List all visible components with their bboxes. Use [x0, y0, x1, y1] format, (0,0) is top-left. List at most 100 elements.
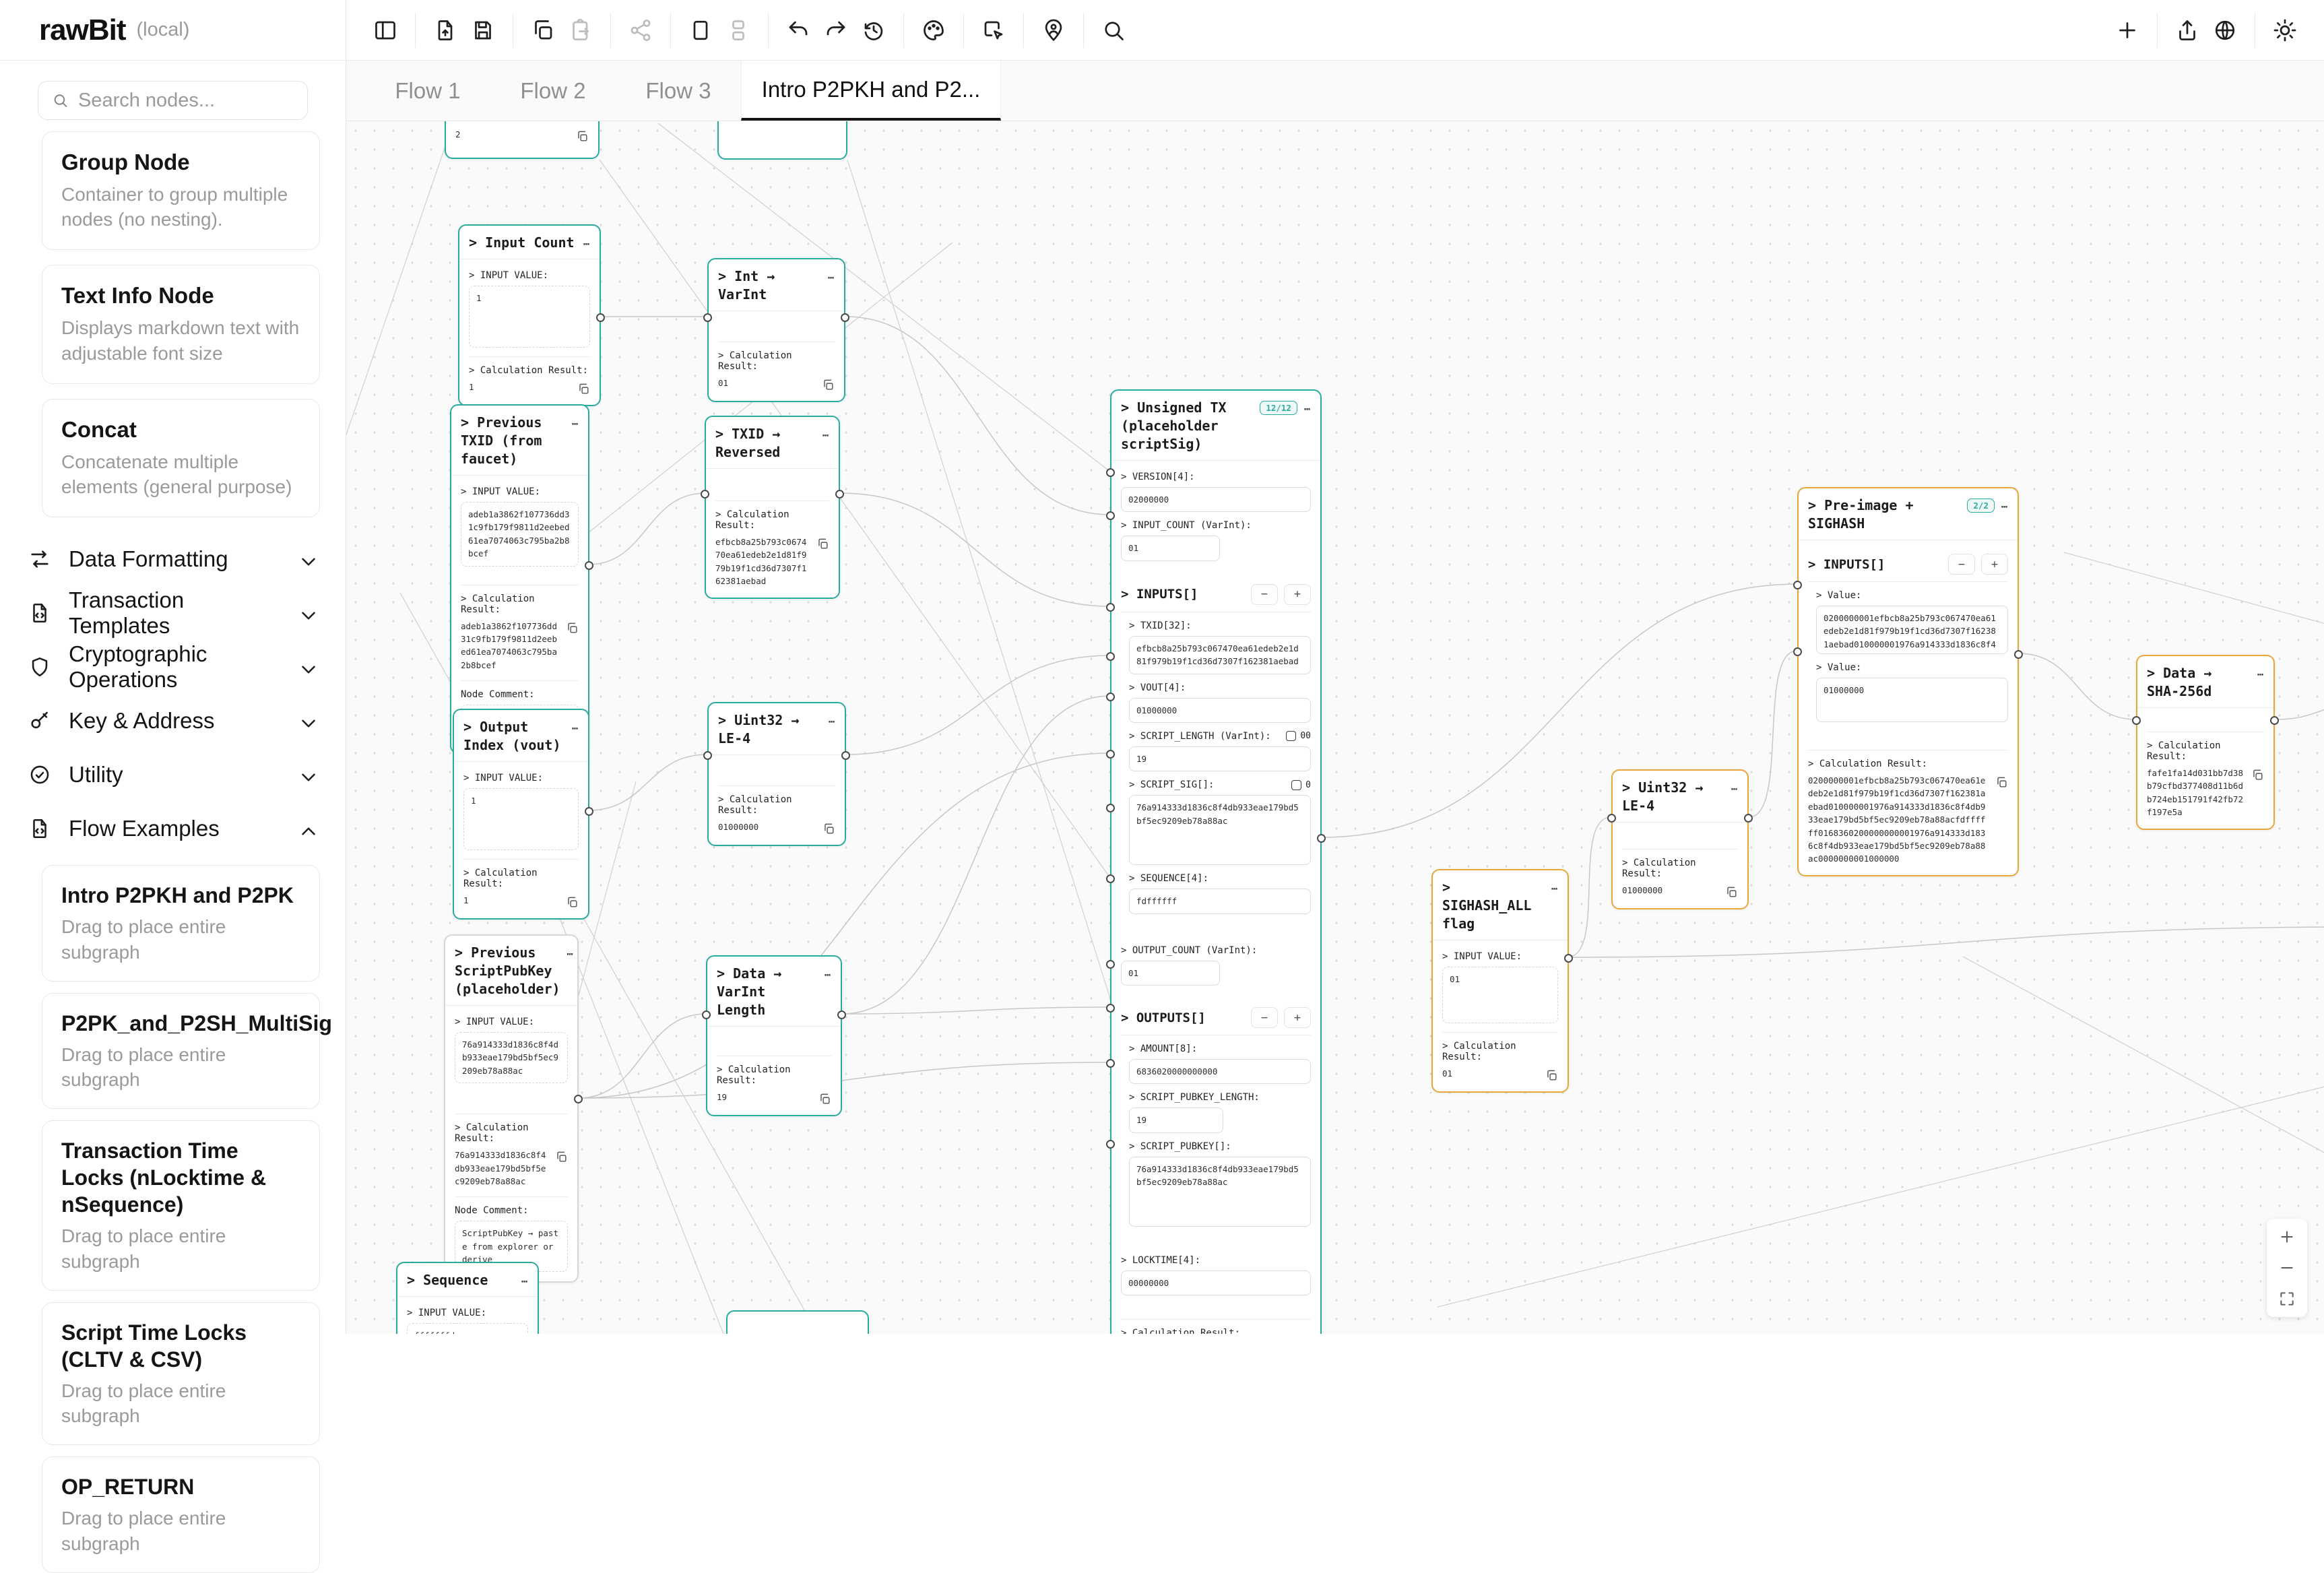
- node-previous-txid[interactable]: > Previous TXID (from faucet)⋯> INPUT VA…: [450, 404, 589, 754]
- value-box[interactable]: 01000000: [1816, 678, 2008, 722]
- flow-example-card[interactable]: OP_RETURNDrag to place entire subgraph: [42, 1456, 320, 1572]
- node-data-to-sha256d[interactable]: > Data → SHA-256d⋯> Calculation Result:f…: [2136, 655, 2275, 830]
- input-value-box[interactable]: 01: [1442, 967, 1558, 1023]
- node-menu-icon[interactable]: ⋯: [2001, 496, 2008, 513]
- input-handle[interactable]: [1106, 1140, 1115, 1149]
- node-partial-node-top-mid[interactable]: [717, 121, 847, 160]
- sidebar-category-flow-examples[interactable]: Flow Examples: [0, 802, 346, 856]
- input-value-box[interactable]: 76a914333d1836c8f4db933eae179bd5bf5ec920…: [455, 1032, 568, 1083]
- input-handle[interactable]: [1106, 804, 1115, 812]
- flow-example-card[interactable]: P2PK_and_P2SH_MultiSigDrag to place enti…: [42, 993, 320, 1109]
- output-handle[interactable]: [596, 313, 605, 322]
- value-box[interactable]: 76a914333d1836c8f4db933eae179bd5bf5ec920…: [1129, 795, 1311, 865]
- input-value-box[interactable]: adeb1a3862f107736dd31c9fb179f9811d2eebed…: [461, 502, 579, 567]
- input-handle[interactable]: [1106, 874, 1115, 883]
- copy-icon[interactable]: [555, 1151, 568, 1163]
- input-value-box[interactable]: 1: [469, 286, 590, 348]
- input-handle[interactable]: [1106, 750, 1115, 759]
- share-button[interactable]: [622, 11, 659, 49]
- node-sighash-all-flag[interactable]: > SIGHASH_ALL flag⋯> INPUT VALUE:01> Cal…: [1431, 869, 1569, 1093]
- node-menu-icon[interactable]: ⋯: [2257, 664, 2264, 680]
- node-menu-icon[interactable]: ⋯: [1551, 878, 1558, 895]
- node-menu-icon[interactable]: ⋯: [1731, 779, 1738, 795]
- value-box[interactable]: 19: [1129, 1107, 1223, 1132]
- input-handle[interactable]: [703, 313, 712, 322]
- flow-example-card[interactable]: Intro P2PKH and P2PKDrag to place entire…: [42, 865, 320, 981]
- node-unsigned-tx[interactable]: > Unsigned TX (placeholder scriptSig)12/…: [1110, 389, 1322, 1334]
- flow-canvas[interactable]: 2> Input Count⋯> INPUT VALUE:1> Calculat…: [346, 121, 2324, 1334]
- node-preimage-sighash[interactable]: > Pre-image + SIGHASH2/2⋯> INPUTS[]−+> V…: [1797, 487, 2019, 876]
- value-box[interactable]: 19: [1129, 746, 1311, 771]
- node-card[interactable]: ConcatConcatenate multiple elements (gen…: [42, 399, 320, 517]
- copy-icon[interactable]: [816, 538, 829, 550]
- output-handle[interactable]: [585, 807, 593, 816]
- value-box[interactable]: fdffffff: [1129, 889, 1311, 913]
- save-button[interactable]: [464, 11, 502, 49]
- value-box[interactable]: 01: [1121, 536, 1220, 560]
- sun-button[interactable]: [2266, 11, 2304, 49]
- input-handle[interactable]: [703, 751, 712, 760]
- array-remove-button[interactable]: −: [1948, 554, 1975, 575]
- input-handle[interactable]: [1106, 960, 1115, 969]
- value-box[interactable]: 0200000001efbcb8a25b793c067470ea61edeb2e…: [1816, 606, 2008, 654]
- sidebar-category-transaction-templates[interactable]: Transaction Templates: [0, 586, 346, 640]
- input-handle[interactable]: [1793, 647, 1802, 656]
- output-handle[interactable]: [835, 490, 844, 499]
- sidebar-category-utility[interactable]: Utility: [0, 748, 346, 802]
- input-handle[interactable]: [1106, 1004, 1115, 1013]
- sidebar-category-key-address[interactable]: Key & Address: [0, 694, 346, 748]
- output-handle[interactable]: [841, 313, 849, 322]
- copy-icon[interactable]: [566, 896, 579, 909]
- input-handle[interactable]: [1106, 468, 1115, 477]
- value-box[interactable]: 76a914333d1836c8f4db933eae179bd5bf5ec920…: [1129, 1157, 1311, 1227]
- field-checkbox[interactable]: [1286, 731, 1296, 741]
- undo-button[interactable]: [779, 11, 817, 49]
- user-pin-button[interactable]: [1035, 11, 1072, 49]
- canvas-fullscreen-button[interactable]: [2267, 1283, 2307, 1314]
- node-int-to-varint[interactable]: > Int → VarInt⋯> Calculation Result:01: [707, 258, 845, 402]
- flow-example-card[interactable]: Script Time Locks (CLTV & CSV)Drag to pl…: [42, 1302, 320, 1445]
- output-handle[interactable]: [2014, 650, 2023, 659]
- copy-icon[interactable]: [1545, 1069, 1558, 1082]
- file-import-button[interactable]: [426, 11, 464, 49]
- node-partial-node-bottom[interactable]: [726, 1310, 869, 1334]
- tab-flow-1[interactable]: Flow 1: [365, 61, 490, 121]
- input-handle[interactable]: [1106, 511, 1115, 520]
- copy-icon[interactable]: [822, 823, 835, 835]
- input-handle[interactable]: [2132, 716, 2141, 725]
- copy-icon[interactable]: [2251, 769, 2264, 781]
- input-handle[interactable]: [1106, 652, 1115, 661]
- node-data-to-varint-length[interactable]: > Data → VarInt Length⋯> Calculation Res…: [706, 955, 842, 1116]
- output-handle[interactable]: [2270, 716, 2279, 725]
- array-remove-button[interactable]: −: [1251, 584, 1278, 605]
- canvas-plus-button[interactable]: [2267, 1221, 2307, 1252]
- node-menu-icon[interactable]: ⋯: [829, 711, 835, 728]
- node-uint32-le4[interactable]: > Uint32 → LE-4⋯> Calculation Result:010…: [707, 702, 846, 846]
- node-menu-icon[interactable]: ⋯: [1304, 399, 1311, 415]
- output-handle[interactable]: [837, 1010, 846, 1019]
- node-menu-icon[interactable]: ⋯: [521, 1271, 528, 1287]
- pointer-frame-button[interactable]: [975, 11, 1012, 49]
- export-button[interactable]: [2168, 11, 2206, 49]
- split-rows-button[interactable]: [719, 11, 757, 49]
- node-previous-scriptpubkey[interactable]: > Previous ScriptPubKey (placeholder)⋯> …: [444, 934, 579, 1283]
- redo-button[interactable]: [817, 11, 855, 49]
- array-add-button[interactable]: +: [1981, 554, 2008, 575]
- node-card[interactable]: Group NodeContainer to group multiple no…: [42, 131, 320, 250]
- canvas-minus-button[interactable]: [2267, 1252, 2307, 1283]
- copy-icon[interactable]: [1725, 886, 1738, 899]
- value-box[interactable]: 00000000: [1121, 1271, 1311, 1295]
- frame-button[interactable]: [682, 11, 719, 49]
- value-box[interactable]: 01000000: [1129, 698, 1311, 723]
- input-handle[interactable]: [702, 1010, 711, 1019]
- input-handle[interactable]: [1106, 693, 1115, 701]
- tab-flow-3[interactable]: Flow 3: [616, 61, 741, 121]
- array-add-button[interactable]: +: [1284, 1007, 1311, 1028]
- node-menu-icon[interactable]: ⋯: [583, 234, 590, 250]
- history-button[interactable]: [855, 11, 893, 49]
- input-handle[interactable]: [1607, 814, 1616, 823]
- node-output-index[interactable]: > Output Index (vout)⋯> INPUT VALUE:1> C…: [453, 709, 589, 920]
- output-handle[interactable]: [841, 751, 850, 760]
- search-box[interactable]: [38, 81, 308, 120]
- copy-icon[interactable]: [822, 379, 835, 391]
